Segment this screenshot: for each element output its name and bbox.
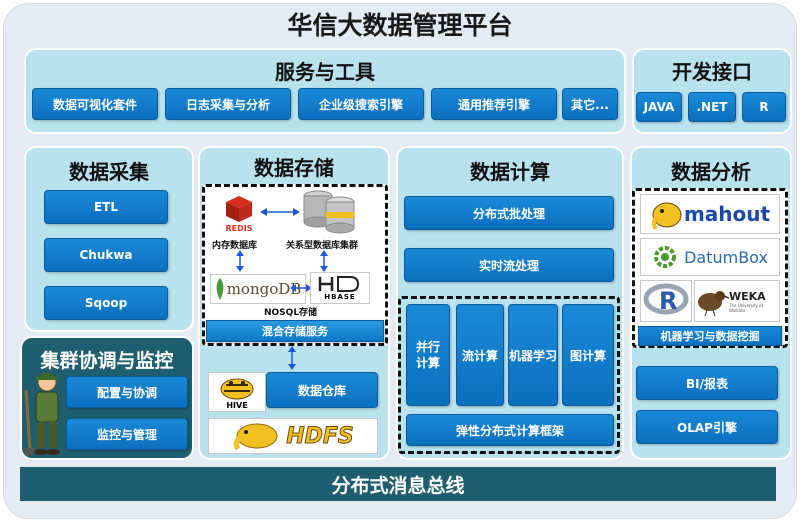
page-title: 华信大数据管理平台 [287, 11, 513, 40]
hive-logo: HIVE [208, 372, 266, 412]
api-net-button[interactable]: .NET [688, 92, 736, 122]
hdfs-elephant-icon [234, 423, 278, 451]
r-logo-text: R [659, 287, 678, 315]
weka-subtitle: The University of Waikato [729, 302, 764, 313]
api-java-button[interactable]: JAVA [636, 92, 682, 122]
hive-logo-text: HIVE [226, 400, 248, 410]
mahout-logo: mahout [640, 194, 780, 234]
compute-batch-button[interactable]: 分布式批处理 [404, 196, 614, 230]
cluster-title: 集群协调与监控 [40, 350, 174, 372]
service-visualization-button[interactable]: 数据可视化套件 [32, 88, 158, 120]
hbase-logo-text: HBASE [324, 293, 356, 301]
compute-parallel-label: 并行计算 [415, 340, 440, 370]
compute-parallel-button[interactable]: 并行计算 [406, 304, 450, 406]
hdfs-logo-text: HDFS [286, 423, 355, 449]
mahout-elephant-icon [651, 202, 682, 231]
api-title: 开发接口 [672, 60, 752, 84]
memory-db-label: 内存数据库 [212, 241, 258, 251]
hbase-mark-icon [318, 276, 360, 292]
collection-etl-button[interactable]: ETL [44, 190, 168, 224]
warehouse-button[interactable]: 数据仓库 [266, 372, 378, 408]
hybrid-warehouse-arrow [288, 346, 296, 370]
service-log-button[interactable]: 日志采集与分析 [165, 88, 291, 120]
r-ring-icon [643, 283, 689, 315]
datumbox-gear-icon [654, 246, 677, 268]
hive-bee-icon [220, 378, 254, 399]
redis-logo: REDIS [220, 190, 258, 236]
nosql-label: NOSQL存储 [264, 308, 318, 318]
hdfs-logo: HDFS [208, 418, 378, 454]
mongo-hbase-arrow [290, 284, 312, 292]
api-r-button[interactable]: R [742, 92, 786, 122]
message-bus-label: 分布式消息总线 [331, 474, 465, 497]
cluster-config-button[interactable]: 配置与协调 [66, 376, 188, 408]
message-bus-bar: 分布式消息总线 [20, 467, 776, 501]
weka-logo: WEKA The University of Waikato [694, 280, 780, 322]
analysis-title: 数据分析 [671, 160, 751, 184]
service-search-button[interactable]: 企业级搜索引擎 [298, 88, 424, 120]
redis-logo-text: REDIS [225, 223, 253, 233]
hybrid-storage-button[interactable]: 混合存储服务 [206, 320, 384, 342]
memory-mongo-arrow [236, 250, 244, 272]
compute-realtime-button[interactable]: 实时流处理 [404, 248, 614, 282]
service-recommend-button[interactable]: 通用推荐引擎 [431, 88, 557, 120]
relational-hbase-arrow [320, 250, 328, 272]
mongodb-logo-text: mongoDB [226, 280, 302, 298]
collection-sqoop-button[interactable]: Sqoop [44, 286, 168, 320]
storage-title: 数据存储 [254, 156, 334, 180]
r-logo: R [640, 280, 692, 322]
analysis-olap-button[interactable]: OLAP引擎 [636, 410, 778, 444]
compute-framework-button[interactable]: 弹性分布式计算框架 [406, 414, 614, 446]
mongodb-logo: mongoDB [210, 274, 306, 304]
relational-label: 关系型数据库集群 [286, 241, 359, 251]
services-title: 服务与工具 [275, 60, 375, 84]
compute-graph-button[interactable]: 图计算 [562, 304, 614, 406]
redis-cube-icon [226, 195, 252, 222]
redis-relational-arrow [260, 208, 300, 216]
collection-title: 数据采集 [69, 160, 149, 184]
compute-stream-button[interactable]: 流计算 [456, 304, 504, 406]
mahout-logo-text: mahout [683, 202, 771, 226]
weka-bird-icon [698, 291, 729, 317]
mongo-leaf-icon [216, 278, 224, 300]
datumbox-logo: DatumBox [640, 238, 780, 276]
compute-title: 数据计算 [470, 160, 550, 184]
datumbox-logo-text: DatumBox [684, 247, 768, 267]
service-other-button[interactable]: 其它... [562, 88, 618, 120]
weka-logo-text: WEKA [729, 289, 766, 303]
hbase-logo: HBASE [310, 272, 370, 304]
collection-chukwa-button[interactable]: Chukwa [44, 238, 168, 272]
worker-mascot-icon [24, 372, 60, 456]
analysis-bi-button[interactable]: BI/报表 [636, 366, 778, 400]
analysis-ml-button[interactable]: 机器学习与数据挖掘 [638, 326, 782, 346]
compute-ml-button[interactable]: 机器学习 [508, 304, 558, 406]
relational-db-icon [303, 190, 355, 234]
cluster-monitor-button[interactable]: 监控与管理 [66, 418, 188, 450]
